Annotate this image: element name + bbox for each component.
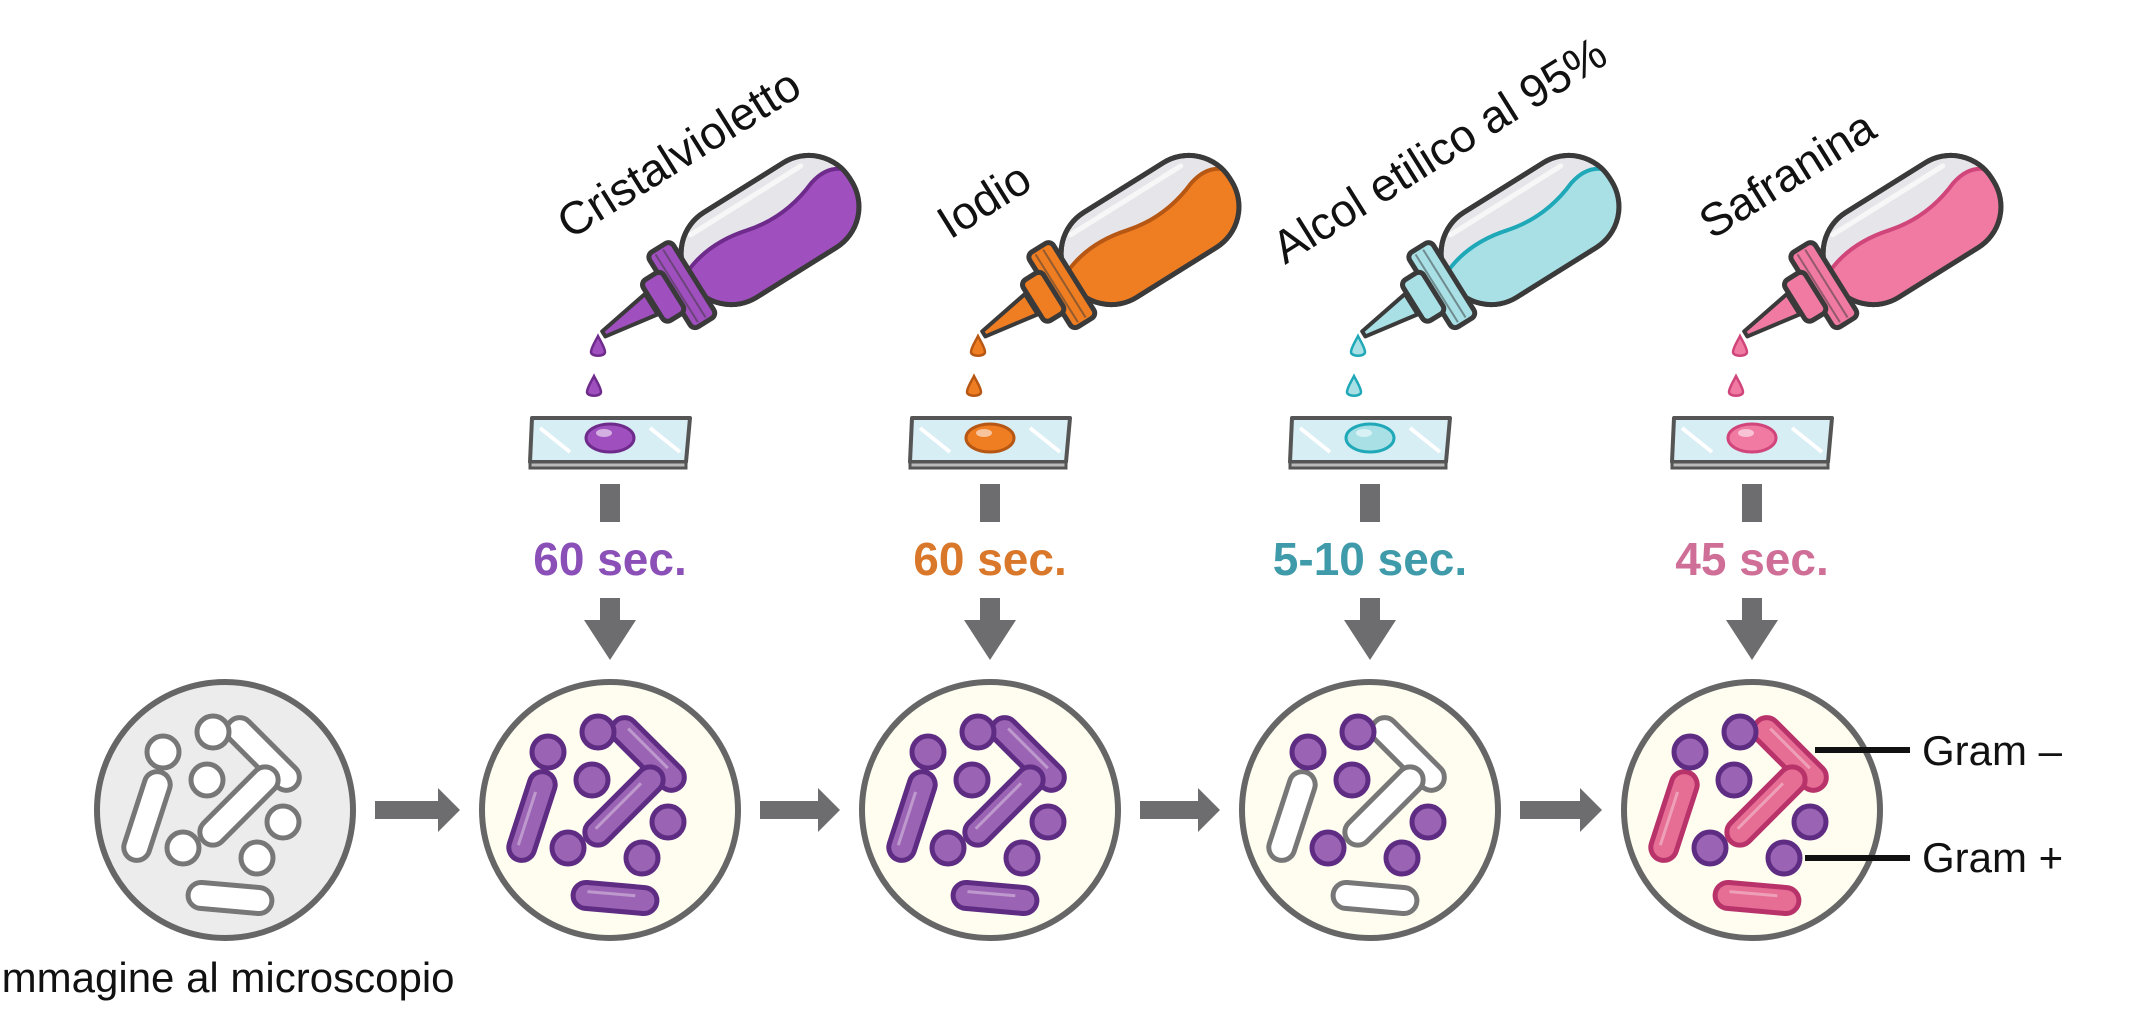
rod-bacterium [1712,879,1802,917]
gram-positive-label: Gram + [1922,834,2063,881]
coccus-bacterium [164,829,202,867]
rod-bacterium [1266,769,1318,863]
rod-bacterium [185,879,275,917]
cristalvioletto-down-arrow [584,598,636,660]
rod-bacterium [506,769,558,863]
step-arrow [760,788,840,832]
coccus-bacterium [238,839,276,877]
coccus-bacterium [549,829,587,867]
iodio-label: Iodio [928,152,1040,249]
rod-bacterium [989,715,1067,793]
rod-bacterium [962,764,1046,848]
coccus-bacterium [1309,829,1347,867]
safranina-drop [1731,333,1749,357]
safranina-slide [1670,416,1834,470]
safranina-connector [1742,484,1762,522]
microscope-view-5 [1621,679,1883,941]
microscope-label: Immagine al microscopio [0,954,455,1001]
microscope-view-4 [1239,679,1501,941]
microscope-views [94,679,1883,941]
cristalvioletto-time: 60 sec. [533,533,686,585]
step-arrow [1520,788,1602,832]
rod-bacterium [609,715,687,793]
cristalvioletto-slide [528,416,692,470]
safranina-bottle [1742,152,2004,339]
microscope-view-2 [479,679,741,941]
reagent-times: 60 sec. 60 sec. 5-10 sec. 45 sec. [533,533,1828,585]
alcol-etilico-al-95-slide [1288,416,1452,470]
iodio-bottle [980,152,1242,339]
coccus-bacterium [1003,839,1041,877]
step-arrow [1140,788,1220,832]
coccus-bacterium [953,761,991,799]
cristalvioletto-bottle [600,152,862,339]
coccus-bacterium [649,803,687,841]
alcol-etilico-al-95-connector [1360,484,1380,522]
alcol-etilico-al-95-bottle [1360,152,1622,339]
gram-positive-pointer: Gram + [1805,834,2063,881]
step-arrow [375,788,460,832]
alcol-etilico-al-95-time: 5-10 sec. [1273,533,1467,585]
coccus-bacterium [579,713,617,751]
rod-bacterium [197,764,281,848]
rod-bacterium [1724,764,1808,848]
alcol-etilico-al-95-drop [1345,373,1363,397]
iodio-down-arrow [964,598,1016,660]
coccus-bacterium [1029,803,1067,841]
rod-bacterium [224,715,302,793]
iodio-drop [965,373,983,397]
iodio-connector [980,484,1000,522]
coccus-bacterium [144,733,182,771]
microscope-view-1 [94,679,356,941]
cristalvioletto-drop [585,373,603,397]
coccus-bacterium [1383,839,1421,877]
coccus-bacterium [1791,803,1829,841]
coccus-bacterium [264,803,302,841]
rod-bacterium [1342,764,1426,848]
safranina-drop [1727,373,1745,397]
safranina-down-arrow [1726,598,1778,660]
microscope-view-3 [859,679,1121,941]
iodio-time: 60 sec. [913,533,1066,585]
coccus-bacterium [573,761,611,799]
microscope-slides [528,416,1834,470]
iodio-slide [908,416,1072,470]
gram-negative-label: Gram – [1922,727,2063,774]
alcol-etilico-al-95-drop [1349,333,1367,357]
safranina-time: 45 sec. [1675,533,1828,585]
coccus-bacterium [1289,733,1327,771]
rod-bacterium [121,769,173,863]
coccus-bacterium [1409,803,1447,841]
coccus-bacterium [909,733,947,771]
coccus-bacterium [1715,761,1753,799]
coccus-bacterium [1671,733,1709,771]
coccus-bacterium [959,713,997,751]
gram-negative-pointer: Gram – [1815,727,2063,774]
coccus-bacterium [529,733,567,771]
coccus-bacterium [188,761,226,799]
iodio-drop [969,333,987,357]
alcol-etilico-al-95-down-arrow [1344,598,1396,660]
rod-bacterium [1751,715,1829,793]
cristalvioletto-connector [600,484,620,522]
rod-bacterium [582,764,666,848]
cristalvioletto-drop [589,333,607,357]
rod-bacterium [570,879,660,917]
rod-bacterium [886,769,938,863]
process-arrows [375,484,1778,832]
coccus-bacterium [1333,761,1371,799]
coccus-bacterium [623,839,661,877]
rod-bacterium [1369,715,1447,793]
rod-bacterium [1648,769,1700,863]
coccus-bacterium [194,713,232,751]
coccus-bacterium [929,829,967,867]
coccus-bacterium [1339,713,1377,751]
rod-bacterium [1330,879,1420,917]
rod-bacterium [950,879,1040,917]
coccus-bacterium [1765,839,1803,877]
coccus-bacterium [1691,829,1729,867]
coccus-bacterium [1721,713,1759,751]
